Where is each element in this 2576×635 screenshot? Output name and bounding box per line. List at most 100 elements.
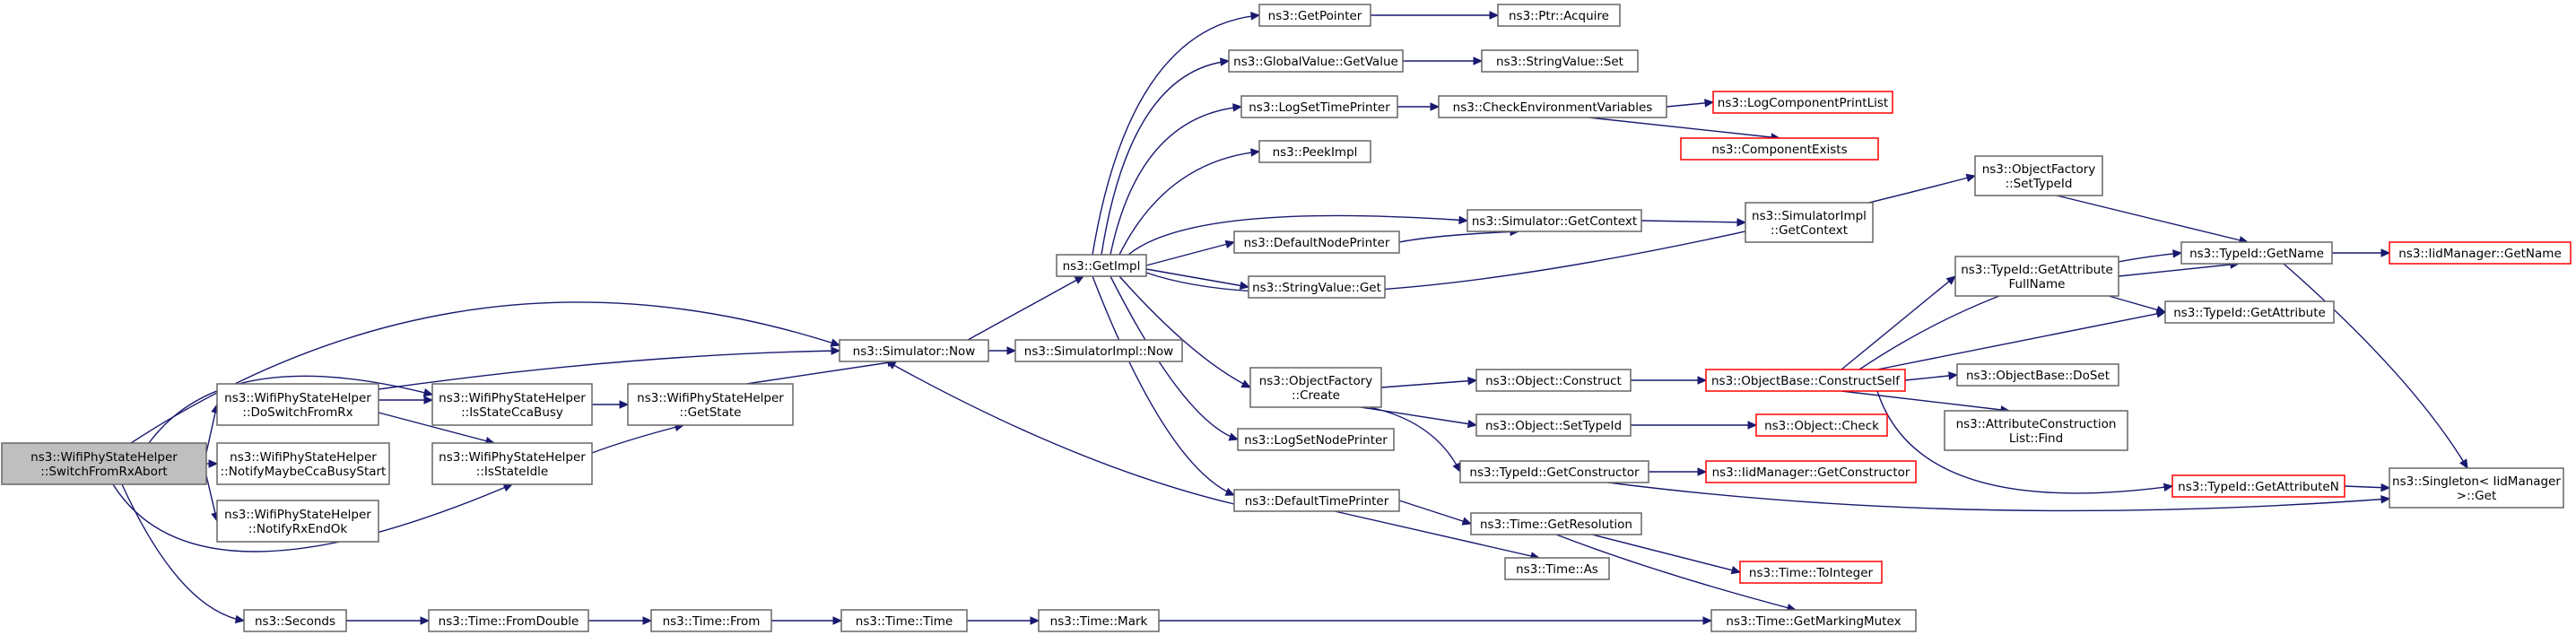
node-simnow[interactable]: ns3::Simulator::Now (839, 339, 989, 362)
arrowhead (1030, 616, 1040, 625)
node-checkenv[interactable]: ns3::CheckEnvironmentVariables (1438, 95, 1667, 118)
node-ptracquire[interactable]: ns3::Ptr::Acquire (1497, 4, 1621, 27)
edge-checkenv-compexists (1588, 117, 1781, 142)
node-timefrom[interactable]: ns3::Time::From (650, 609, 772, 632)
node-obconstructself[interactable]: ns3::ObjectBase::ConstructSelf (1705, 369, 1906, 392)
node-ofcreate[interactable]: ns3::ObjectFactory::Create (1249, 367, 1382, 408)
edge-objconstruct-obconstructself (1631, 376, 1708, 385)
node-label: ns3::GetPointer (1268, 9, 1362, 23)
edge-tidgetctor-iidgetctor (1649, 467, 1708, 476)
node-label: ns3::Object::SetTypeId (1485, 419, 1622, 433)
arrowhead (2172, 249, 2183, 258)
node-seconds[interactable]: ns3::Seconds (243, 609, 347, 632)
node-tidgetattrn[interactable]: ns3::TypeId::GetAttributeN (2171, 474, 2345, 498)
arrowhead (1220, 57, 1231, 66)
node-strget[interactable]: ns3::StringValue::Get (1248, 275, 1386, 299)
node-logsettime[interactable]: ns3::LogSetTimePrinter (1240, 95, 1398, 118)
node-label: ::NotifyRxEndOk (248, 522, 348, 536)
edge-timemark-timegetmarkmutex (1159, 616, 1713, 625)
edge-getimpl-logsettime (1110, 103, 1243, 256)
edge-objsettypeid-objcheck (1631, 421, 1758, 430)
node-objcheck[interactable]: ns3::Object::Check (1755, 413, 1888, 437)
node-getstate[interactable]: ns3::WifiPhyStateHelper::GetState (627, 383, 794, 426)
node-doswitch[interactable]: ns3::WifiPhyStateHelper::DoSwitchFromRx (216, 383, 379, 426)
node-iidgetctor[interactable]: ns3::IidManager::GetConstructor (1705, 460, 1917, 483)
node-notifymaybe[interactable]: ns3::WifiPhyStateHelper::NotifyMaybeCcaB… (216, 442, 390, 485)
node-label: ::NotifyMaybeCcaBusyStart (221, 465, 387, 479)
node-label: ns3::Singleton< IidManager (2392, 474, 2561, 489)
edge-tidgetname-singletonget (2283, 263, 2468, 470)
edge-timefromdouble-timefrom (588, 616, 653, 625)
node-simgetctx[interactable]: ns3::Simulator::GetContext (1466, 209, 1642, 232)
node-label: ns3::Time::Mark (1050, 614, 1148, 629)
node-getimpl[interactable]: ns3::GetImpl (1056, 254, 1147, 277)
node-box (2389, 241, 2572, 265)
node-label: ns3::SimulatorImpl::Now (1024, 344, 1173, 359)
node-label: ns3::ObjectFactory (1982, 162, 2096, 177)
node-singletonget[interactable]: ns3::Singleton< IidManager >::Get (2389, 467, 2564, 509)
node-compexists[interactable]: ns3::ComponentExists (1680, 137, 1879, 161)
edge-getimpl-defnodeprinter (1145, 239, 1236, 266)
edge-getimpl-deftimeprinter (1092, 275, 1236, 496)
edge-ofsettypeid-tidgetname (2056, 195, 2250, 245)
node-simimplgetctx[interactable]: ns3::SimulatorImpl::GetContext (1745, 202, 1874, 243)
node-objsettypeid[interactable]: ns3::Object::SetTypeId (1475, 413, 1632, 437)
node-gvgetvalue[interactable]: ns3::GlobalValue::GetValue (1228, 49, 1404, 73)
node-tidgetname[interactable]: ns3::TypeId::GetName (2180, 241, 2333, 265)
edge-timefrom-timetime (771, 616, 843, 625)
node-timeas[interactable]: ns3::Time::As (1504, 557, 1610, 580)
node-tidgetctor[interactable]: ns3::TypeId::GetConstructor (1459, 460, 1649, 483)
node-tidgetattr[interactable]: ns3::TypeId::GetAttribute (2164, 300, 2335, 324)
node-objconstruct[interactable]: ns3::Object::Construct (1475, 369, 1632, 392)
node-label: ns3::TypeId::GetConstructor (1469, 465, 1640, 480)
node-peekimpl[interactable]: ns3::PeekImpl (1258, 140, 1371, 163)
node-iidgetname[interactable]: ns3::IidManager::GetName (2389, 241, 2572, 265)
node-box (1470, 512, 1642, 535)
node-root[interactable]: ns3::WifiPhyStateHelper::SwitchFromRxAbo… (1, 442, 207, 485)
node-label: FullName (2009, 277, 2066, 291)
node-label: ns3::AttributeConstruction (1956, 417, 2117, 431)
node-timegetmarkmutex[interactable]: ns3::Time::GetMarkingMutex (1710, 609, 1917, 632)
node-logcompprint[interactable]: ns3::LogComponentPrintList (1712, 91, 1893, 114)
node-box (428, 609, 589, 632)
node-timegetres[interactable]: ns3::Time::GetResolution (1470, 512, 1642, 535)
node-box (1956, 363, 2119, 387)
edge-tidgetctor-singletonget (1607, 482, 2391, 512)
node-label: ::GetState (680, 405, 742, 420)
node-label: ns3::GlobalValue::GetValue (1233, 55, 1398, 69)
edge-getimpl-simgetctx (1127, 214, 1469, 256)
node-timefromdouble[interactable]: ns3::Time::FromDouble (428, 609, 589, 632)
edge-isstateccabusy-getstate (592, 400, 630, 409)
node-isstateccabusy[interactable]: ns3::WifiPhyStateHelper::IsStateCcaBusy (431, 383, 593, 426)
node-label: ns3::TypeId::GetAttributeN (2178, 480, 2339, 494)
node-timetoint[interactable]: ns3::Time::ToInteger (1739, 561, 1883, 584)
node-defnodeprinter[interactable]: ns3::DefaultNodePrinter (1233, 231, 1400, 254)
node-timetime[interactable]: ns3::Time::Time (840, 609, 968, 632)
arrowhead (420, 616, 431, 625)
node-timemark[interactable]: ns3::Time::Mark (1038, 609, 1160, 632)
arrowhead (1965, 173, 1977, 183)
node-ofsettypeid[interactable]: ns3::ObjectFactory::SetTypeId (1974, 155, 2103, 196)
arrowhead (642, 616, 653, 625)
arrowhead (1704, 99, 1715, 108)
node-getpointer[interactable]: ns3::GetPointer (1258, 4, 1371, 27)
node-obdoset[interactable]: ns3::ObjectBase::DoSet (1956, 363, 2119, 387)
arrowhead (2380, 483, 2391, 492)
edge-simgetctx-simimplgetctx (1640, 218, 1747, 227)
node-box (1249, 367, 1382, 408)
node-isstateidle[interactable]: ns3::WifiPhyStateHelper::IsStateIdle (431, 442, 593, 485)
node-deftimeprinter[interactable]: ns3::DefaultTimePrinter (1233, 489, 1400, 512)
node-box (1481, 49, 1639, 73)
node-logsetnode[interactable]: ns3::LogSetNodePrinter (1237, 428, 1395, 451)
node-label: ns3::LogComponentPrintList (1718, 96, 1888, 110)
node-label: ns3::Ptr::Acquire (1509, 9, 1609, 23)
node-label: ns3::GetImpl (1063, 259, 1141, 274)
node-simimplnow[interactable]: ns3::SimulatorImpl::Now (1014, 339, 1183, 362)
node-label: ns3::Time::GetMarkingMutex (1726, 614, 1901, 629)
node-notifyrxendok[interactable]: ns3::WifiPhyStateHelper::NotifyRxEndOk (216, 500, 379, 543)
arrowhead (831, 346, 841, 355)
node-label: ::SwitchFromRxAbort (40, 465, 167, 479)
node-strset[interactable]: ns3::StringValue::Set (1481, 49, 1639, 73)
